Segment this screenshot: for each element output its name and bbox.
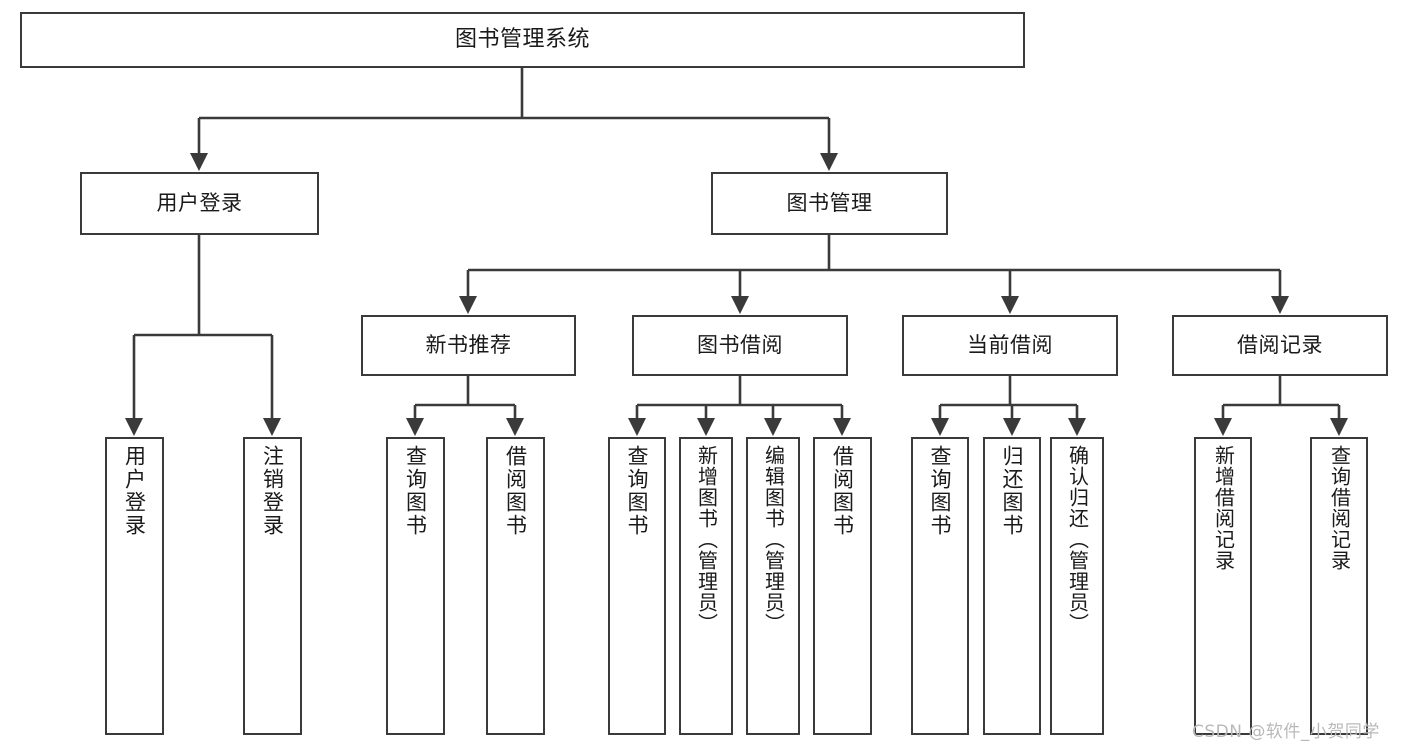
- leaf-node[interactable]: 新增借阅记录: [1194, 437, 1252, 735]
- leaf-node[interactable]: 编辑图书（管理员）: [746, 437, 800, 735]
- node-label: 新增图书（管理员）: [694, 445, 719, 634]
- node-label: 用户登录: [122, 445, 147, 537]
- leaf-node[interactable]: 借阅图书: [486, 437, 545, 735]
- csdn-watermark: CSDN @软件_小贺同学: [1192, 722, 1380, 742]
- node-label: 查询借阅记录: [1327, 445, 1352, 571]
- leaf-node[interactable]: 注销登录: [243, 437, 302, 735]
- node-label: 借阅记录: [1237, 333, 1323, 358]
- node-root-system[interactable]: 图书管理系统: [20, 12, 1025, 68]
- node-label: 新增借阅记录: [1211, 445, 1236, 571]
- node-label: 用户登录: [156, 191, 243, 216]
- node-label: 借阅图书: [830, 445, 855, 537]
- leaf-node[interactable]: 确认归还（管理员）: [1050, 437, 1104, 735]
- node-label: 当前借阅: [967, 333, 1053, 358]
- leaf-node[interactable]: 查询借阅记录: [1310, 437, 1368, 735]
- leaf-node[interactable]: 归还图书: [983, 437, 1041, 735]
- leaf-node[interactable]: 查询图书: [386, 437, 445, 735]
- node-label: 图书管理系统: [454, 27, 590, 53]
- node-label: 确认归还（管理员）: [1065, 445, 1090, 634]
- leaf-node[interactable]: 查询图书: [608, 437, 666, 735]
- leaf-node[interactable]: 新增图书（管理员）: [679, 437, 733, 735]
- node-label: 查询图书: [625, 445, 650, 537]
- leaf-node[interactable]: 借阅图书: [813, 437, 872, 735]
- node-label: 新书推荐: [425, 333, 512, 358]
- node-label: 归还图书: [1000, 445, 1025, 537]
- node-borrow-records[interactable]: 借阅记录: [1172, 315, 1388, 376]
- node-label: 编辑图书（管理员）: [761, 445, 786, 634]
- node-label: 借阅图书: [503, 445, 528, 537]
- node-book-borrow[interactable]: 图书借阅: [632, 315, 848, 376]
- node-new-book-recommend[interactable]: 新书推荐: [361, 315, 576, 376]
- node-label: 查询图书: [403, 445, 428, 537]
- node-label: 查询图书: [928, 445, 953, 537]
- node-user-login[interactable]: 用户登录: [80, 172, 319, 235]
- node-book-management[interactable]: 图书管理: [711, 172, 948, 235]
- node-label: 图书管理: [786, 191, 873, 216]
- node-label: 图书借阅: [697, 333, 783, 358]
- node-current-borrow[interactable]: 当前借阅: [902, 315, 1118, 376]
- leaf-node[interactable]: 查询图书: [911, 437, 969, 735]
- leaf-node[interactable]: 用户登录: [105, 437, 164, 735]
- node-label: 注销登录: [260, 445, 285, 537]
